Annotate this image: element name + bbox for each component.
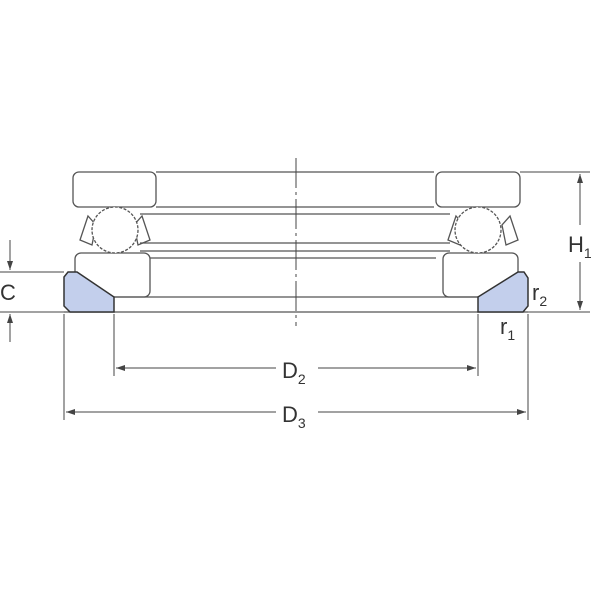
label-r1: r1 [500, 314, 515, 343]
shaft-washer-right [435, 171, 521, 208]
label-h1: H1 [568, 232, 592, 261]
seat-washer-left [63, 271, 115, 313]
bearing-section [63, 158, 529, 326]
label-c: C [0, 280, 16, 305]
dimensions [0, 171, 590, 420]
seat-washer-right [477, 271, 529, 313]
label-d2: D2 [282, 358, 306, 387]
label-d3: D3 [282, 402, 306, 431]
label-r2: r2 [532, 280, 547, 309]
cage-left [79, 214, 97, 246]
shaft-washer-left [72, 171, 157, 208]
ball-right [454, 206, 502, 254]
ball-left [91, 206, 139, 254]
